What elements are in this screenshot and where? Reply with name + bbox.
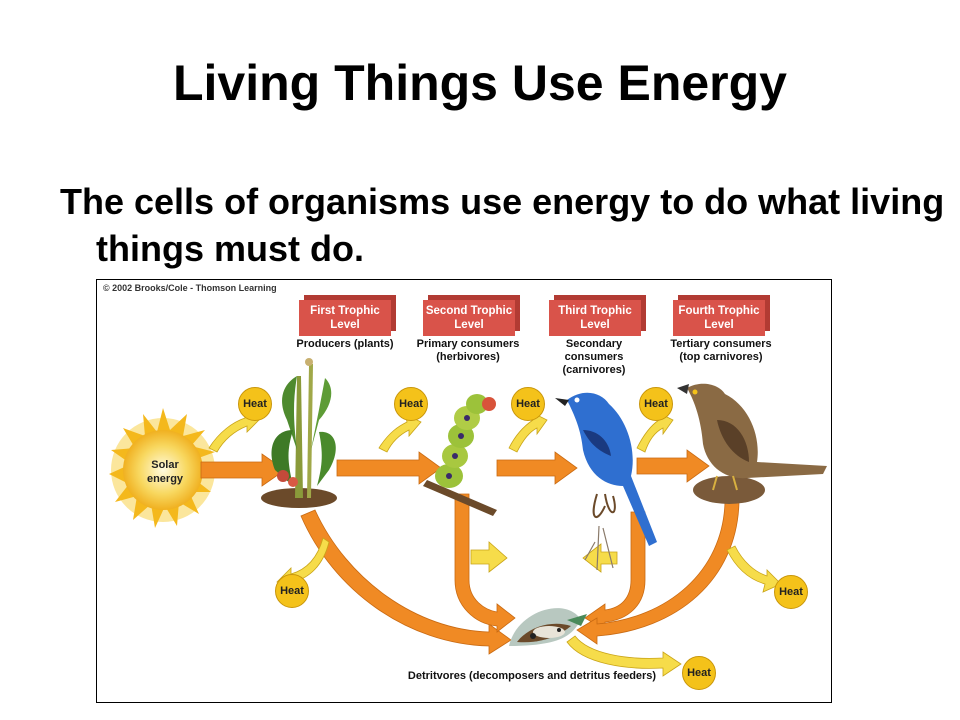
level-box-fourth: Fourth Trophic Level bbox=[673, 300, 765, 336]
bluebird-illustration bbox=[555, 392, 657, 571]
heat-badge: Heat bbox=[639, 387, 673, 421]
solar-energy-label: Solar energy bbox=[146, 459, 184, 485]
plants-illustration bbox=[261, 358, 337, 508]
level-box-second: Second Trophic Level bbox=[423, 300, 515, 336]
heat-badge: Heat bbox=[275, 574, 309, 608]
hawk-illustration bbox=[677, 383, 827, 504]
energy-flow-arrows bbox=[200, 449, 740, 655]
diagram-artwork bbox=[109, 358, 827, 677]
level-label-producers: Producers (plants) bbox=[296, 338, 394, 350]
detritivores-label: Detritvores (decomposers and detritus fe… bbox=[407, 670, 657, 682]
detritivores-illustration bbox=[509, 608, 587, 646]
heat-badge: Heat bbox=[394, 387, 428, 421]
sun bbox=[109, 408, 215, 528]
caterpillar-illustration bbox=[423, 394, 497, 516]
level-label-tertiary: Tertiary consumers (top carnivores) bbox=[670, 338, 772, 363]
heat-badge: Heat bbox=[682, 656, 716, 690]
level-label-secondary: Secondary consumers (carnivores) bbox=[562, 338, 626, 376]
level-box-third: Third Trophic Level bbox=[549, 300, 641, 336]
heat-badge: Heat bbox=[511, 387, 545, 421]
heat-badge: Heat bbox=[774, 575, 808, 609]
slide-body-text: The cells of organisms use energy to do … bbox=[60, 181, 945, 269]
trophic-diagram: © 2002 Brooks/Cole - Thomson Learning Fi… bbox=[96, 279, 832, 703]
slide-title: Living Things Use Energy bbox=[173, 55, 787, 111]
level-label-primary: Primary consumers (herbivores) bbox=[416, 338, 520, 363]
copyright-notice: © 2002 Brooks/Cole - Thomson Learning bbox=[103, 283, 277, 293]
heat-badge: Heat bbox=[238, 387, 272, 421]
level-box-first: First Trophic Level bbox=[299, 300, 391, 336]
